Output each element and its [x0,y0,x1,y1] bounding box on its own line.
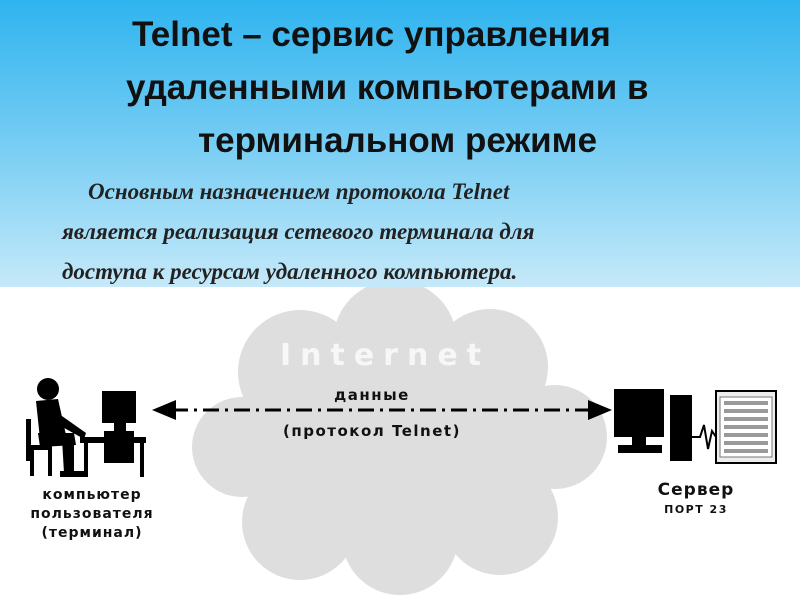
cloud-label: Internet [280,338,490,373]
server-label: Сервер [658,480,735,500]
arrowhead-left-icon [152,400,176,420]
subtitle-line-1: Основным назначением протокола Telnet [88,179,510,204]
subtitle-line-2: является реализация сетевого терминала д… [62,219,535,244]
client-label-line-2: пользователя [30,506,153,522]
title-line-3: терминальном режиме [198,121,598,160]
server-icon [614,389,777,464]
title-line-2: удаленными компьютерами в [126,68,649,107]
internet-cloud-icon [192,287,607,595]
client-label-line-3: (терминал) [41,525,142,541]
server-port-label: ПОРТ 23 [664,503,728,516]
arrowhead-right-icon [588,400,612,420]
client-label-line-1: компьютер [42,487,141,503]
link-label-data: данные [334,386,410,404]
data-link-arrow [152,400,612,420]
telnet-diagram: Internet данные (протокол Telnet) [26,287,777,595]
subtitle-line-3: доступа к ресурсам удаленного компьютера… [62,259,518,284]
title-line-1: Telnet – сервис управления [132,15,611,54]
user-terminal-icon [26,378,146,477]
header-band [0,0,800,287]
link-label-protocol: (протокол Telnet) [283,422,461,440]
